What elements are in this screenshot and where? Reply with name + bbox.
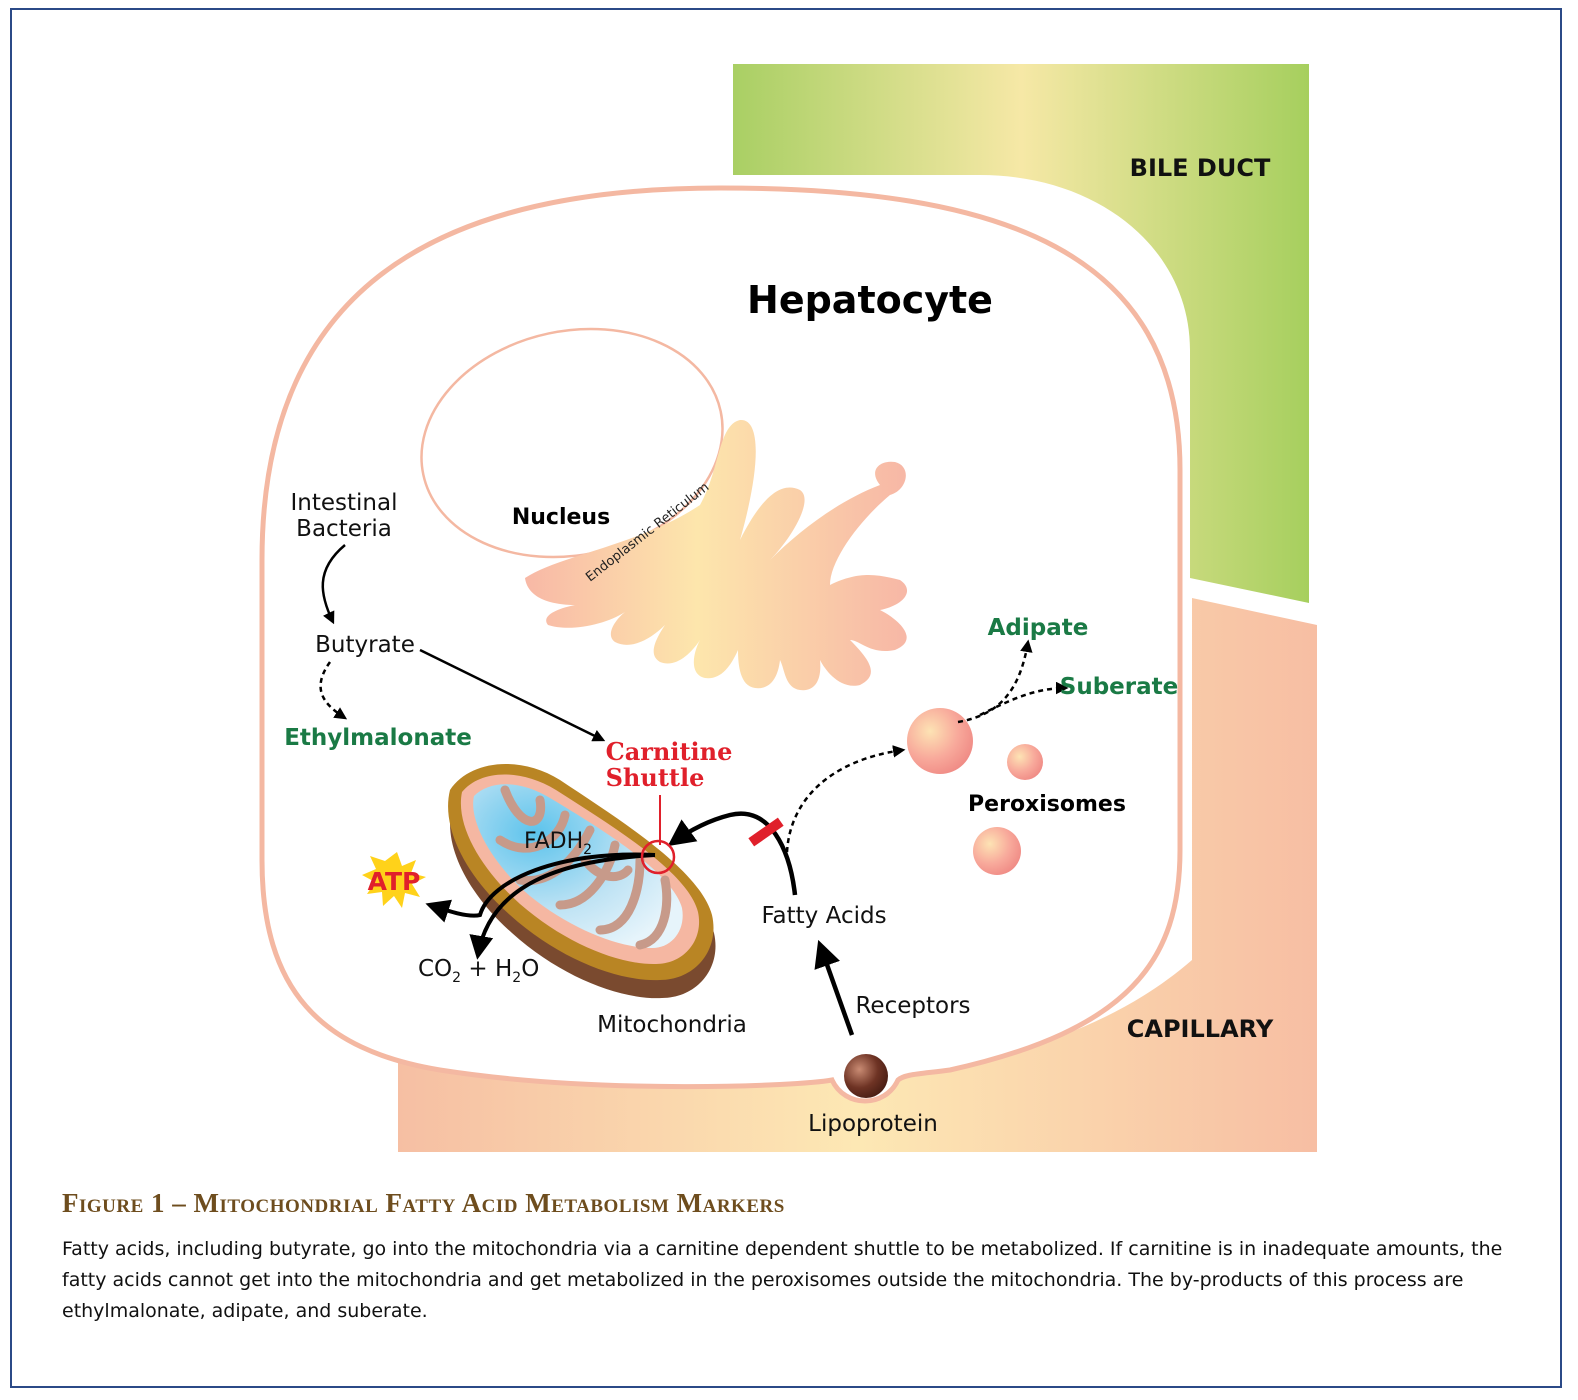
peroxisome-large (907, 708, 973, 774)
arrow-butyrate-to-carnitine (419, 648, 606, 742)
co2-h2o-label: CO2 + H2O (418, 956, 539, 986)
butyrate-label: Butyrate (315, 632, 415, 658)
suberate-label: Suberate (1060, 674, 1178, 700)
arrow-fatty-acids-to-mitochondria (667, 811, 798, 896)
endoplasmic-reticulum (525, 419, 908, 691)
peroxisomes-label: Peroxisomes (968, 792, 1126, 817)
co2-text: CO (418, 956, 452, 982)
mitochondria-label: Mitochondria (597, 1012, 747, 1038)
intestinal-bacteria-label-2: Bacteria (296, 516, 392, 542)
peroxisome-medium (973, 827, 1021, 875)
arrow-butyrate-to-ethylmalonate (319, 661, 348, 720)
arrow-fatty-acids-to-peroxisome (785, 745, 906, 853)
h2o-end: O (521, 956, 539, 982)
figure-caption-title: Figure 1 – Mitochondrial Fatty Acid Meta… (62, 1188, 785, 1218)
hepatocyte-diagram: BILE DUCT CAPILLARY Hepatocyte Nucleus E… (259, 64, 1317, 1152)
atp-label: ATP (368, 867, 421, 896)
intestinal-bacteria-label-1: Intestinal (291, 490, 398, 516)
fatty-acids-label: Fatty Acids (761, 903, 886, 929)
pathway-arrows (319, 544, 1069, 1036)
fadh2-main: FADH (524, 829, 583, 854)
arrow-receptors-to-fatty-acids (814, 939, 855, 1036)
bile-duct-label: BILE DUCT (1130, 154, 1271, 182)
capillary-label: CAPILLARY (1127, 1015, 1274, 1043)
adipate-label: Adipate (988, 615, 1089, 641)
hepatocyte-title: Hepatocyte (747, 278, 993, 322)
receptors-label: Receptors (855, 993, 970, 1019)
carnitine-block-mark (748, 817, 784, 847)
figure-caption-body: Fatty acids, including butyrate, go into… (62, 1238, 1503, 1322)
lipoprotein-particle (844, 1054, 888, 1098)
arrow-mito-to-atp (425, 852, 656, 923)
co2-sub: 2 (452, 970, 461, 986)
arrow-bacteria-to-butyrate (321, 544, 346, 625)
arrow-peroxisome-to-adipate (957, 639, 1033, 724)
peroxisomes (907, 708, 1043, 875)
fadh2-label: FADH2 (524, 829, 592, 858)
carnitine-label-2: Shuttle (606, 763, 705, 792)
h2o-sub: 2 (512, 970, 521, 986)
lipoprotein-label: Lipoprotein (808, 1111, 938, 1137)
nucleus-label: Nucleus (512, 505, 610, 530)
arrow-mito-to-co2 (469, 853, 656, 960)
carnitine-label-1: Carnitine (606, 737, 733, 766)
capillary-region (398, 598, 1317, 1152)
bile-duct-region (733, 64, 1309, 603)
carnitine-shuttle-marker (640, 839, 676, 875)
atp-burst-icon (362, 852, 426, 908)
fadh2-sub: 2 (583, 842, 592, 858)
ethylmalonate-label: Ethylmalonate (284, 725, 472, 751)
peroxisome-small (1007, 744, 1043, 780)
figure-frame (10, 8, 1562, 1388)
h2o-text: + H (461, 956, 512, 982)
arrow-peroxisome-to-suberate (979, 681, 1069, 717)
